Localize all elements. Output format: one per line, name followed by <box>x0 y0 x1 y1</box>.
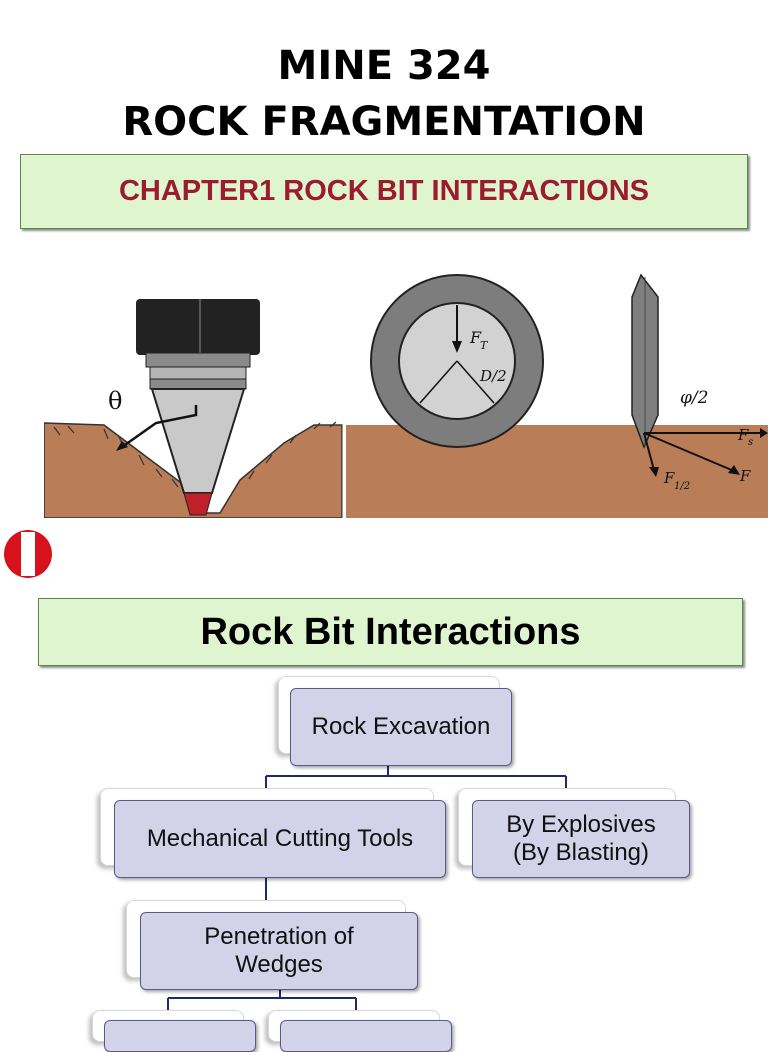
svg-text:F: F <box>469 328 482 347</box>
svg-text:F: F <box>737 426 749 444</box>
wedge-bit-panel: θ <box>43 299 343 519</box>
drag-bit-panel: φ/2 F s F 1/2 F <box>631 273 768 492</box>
slide-title-line1: MINE 324 <box>277 43 491 89</box>
svg-text:D/2: D/2 <box>479 367 507 385</box>
child-node-right <box>280 1020 452 1052</box>
chapter-title: CHAPTER1 ROCK BIT INTERACTIONS <box>118 175 650 207</box>
svg-text:1/2: 1/2 <box>674 481 690 492</box>
section-title: Rock Bit Interactions <box>200 610 581 653</box>
rock-excavation-node: Rock Excavation <box>290 688 512 766</box>
svg-text:T: T <box>480 339 489 352</box>
svg-text:F: F <box>663 469 675 487</box>
disc-cutter-panel: F T D/2 <box>346 274 768 518</box>
section-banner: Rock Bit Interactions <box>38 598 743 666</box>
university-logo <box>2 528 54 580</box>
chapter-banner: CHAPTER1 ROCK BIT INTERACTIONS <box>20 154 748 229</box>
by-explosives-node: By Explosives (By Blasting) <box>472 800 690 878</box>
child-node-left <box>104 1020 256 1052</box>
rock-bit-illustration: θ F T D/2 φ/2 F s <box>43 265 768 519</box>
svg-text:s: s <box>748 437 753 448</box>
penetration-of-wedges-node: Penetration of Wedges <box>140 912 418 990</box>
svg-text:F: F <box>739 467 751 485</box>
svg-text:θ: θ <box>108 387 122 415</box>
svg-text:φ/2: φ/2 <box>680 388 708 408</box>
slide-title-line2: ROCK FRAGMENTATION <box>122 99 646 145</box>
mechanical-cutting-tools-node: Mechanical Cutting Tools <box>114 800 446 878</box>
